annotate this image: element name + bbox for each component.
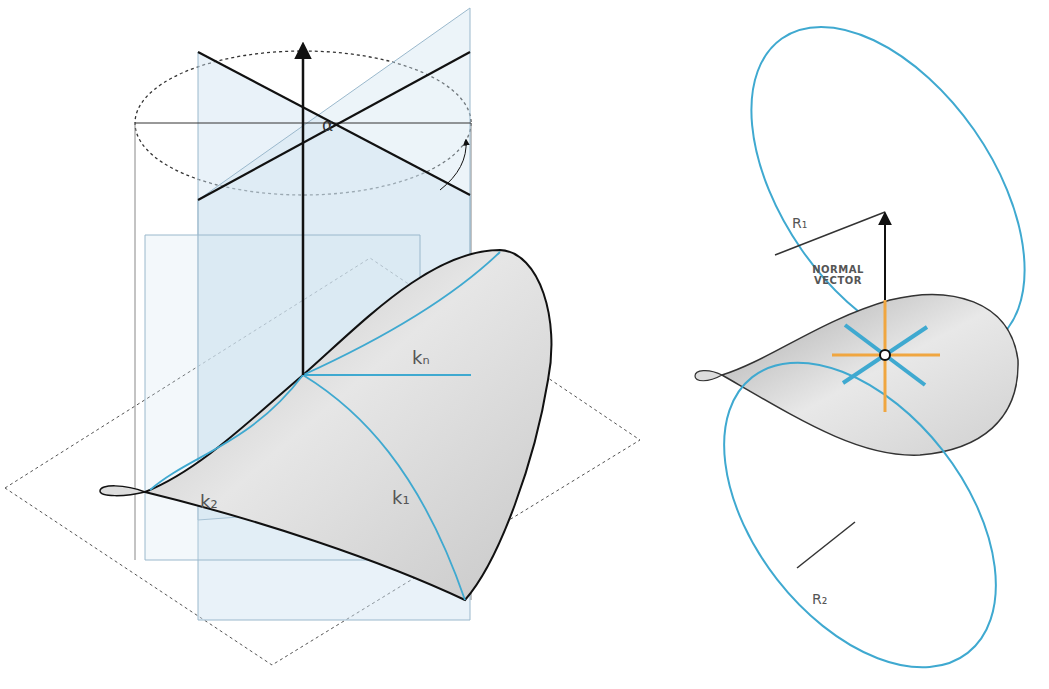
surface-tip bbox=[695, 371, 722, 381]
saddle-surface bbox=[145, 250, 551, 600]
curvature-label: k₂ bbox=[200, 492, 218, 512]
vector-label: NORMAL VECTOR bbox=[800, 264, 876, 286]
osculating-circle-r2 bbox=[670, 312, 1049, 689]
kn-line bbox=[303, 374, 471, 376]
angle-label: α bbox=[322, 116, 333, 135]
normal-axis bbox=[302, 45, 305, 375]
saddle-surface bbox=[722, 295, 1018, 456]
radius-r1 bbox=[775, 212, 885, 255]
radius-label: R₂ bbox=[812, 592, 827, 607]
plane-trace bbox=[198, 52, 470, 200]
principal-direction bbox=[843, 327, 927, 383]
rotation-arrow bbox=[440, 140, 466, 190]
radius-r2 bbox=[797, 522, 855, 568]
surface-tip bbox=[100, 486, 145, 496]
radius-label: R₁ bbox=[792, 216, 807, 231]
curve-kn bbox=[303, 252, 500, 375]
surface-point bbox=[880, 350, 890, 360]
curvature-label: k₁ bbox=[392, 488, 410, 508]
curve-k2 bbox=[150, 375, 303, 490]
curvature-label: kₙ bbox=[412, 348, 430, 368]
curve-k1 bbox=[303, 375, 465, 600]
